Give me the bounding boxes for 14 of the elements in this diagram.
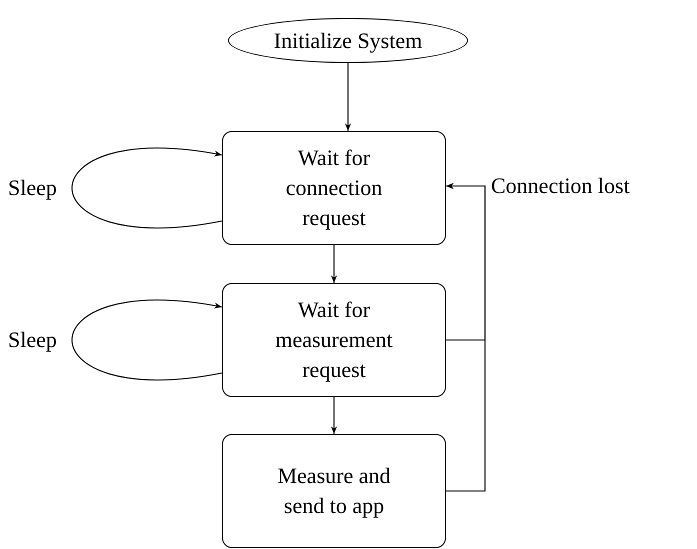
node-text: Initialize System [274,26,422,55]
start-ellipse [228,18,468,63]
arrow [446,182,486,492]
arrow [72,300,222,380]
node-text: Wait for measurement request [274,296,394,384]
arrow [330,245,338,283]
arrow [330,397,338,434]
process-box [222,283,446,397]
process-box [222,131,446,245]
process-box [222,434,446,548]
node-text: Measure and send to app [276,462,392,520]
arrow [72,148,222,228]
node-text: Wait for connection request [284,144,384,232]
arrow [344,63,352,131]
